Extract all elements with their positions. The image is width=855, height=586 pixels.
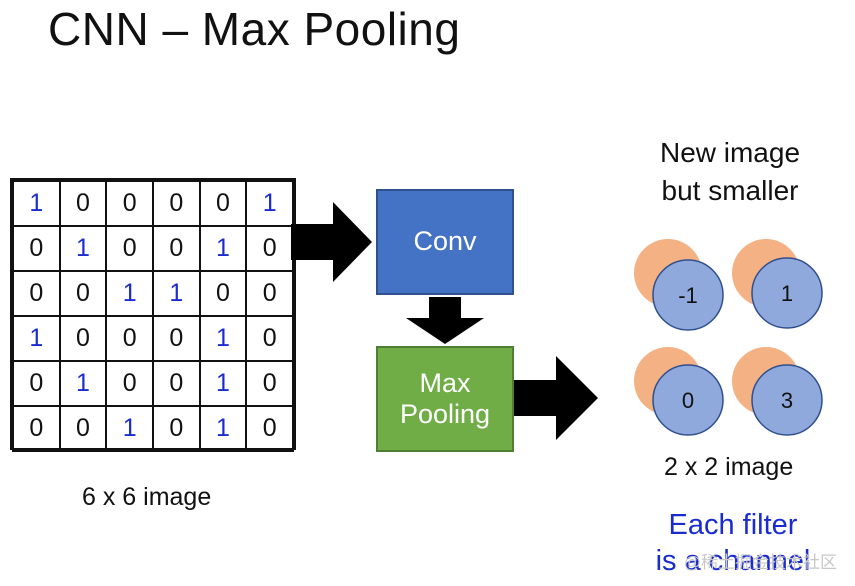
grid-cell: 1 (198, 405, 248, 452)
output-caption: 2 x 2 image (664, 453, 794, 481)
output-front-circle (751, 257, 823, 329)
grid-cell: 1 (58, 360, 108, 407)
output-front-circle (751, 364, 823, 436)
grid-cell: 0 (198, 180, 248, 227)
arrow-grid-to-conv (291, 202, 372, 282)
grid-cell: 0 (245, 315, 294, 362)
max-pooling-label-line1: Max (419, 367, 471, 398)
grid-cell: 0 (58, 180, 108, 227)
grid-cell: 0 (58, 405, 108, 452)
grid-cell: 0 (151, 180, 201, 227)
channel-note-line2: is a channel (655, 545, 811, 578)
grid-cell: 0 (245, 225, 294, 272)
channel-note-line1: Each filter (668, 509, 798, 541)
grid-cell: 1 (105, 270, 154, 317)
grid-cell: 0 (198, 270, 248, 317)
grid-cell: 1 (58, 225, 108, 272)
max-pooling-label-line2: Pooling (399, 399, 491, 429)
output-heading: New image but smaller (640, 134, 820, 210)
output-value: 3 (781, 388, 793, 413)
arrow-pool-to-output (514, 356, 598, 440)
grid-cell: 1 (198, 360, 248, 407)
max-pooling-box: Max Pooling (376, 346, 514, 452)
grid-cell: 0 (58, 270, 108, 317)
grid-cell: 0 (151, 360, 201, 407)
input-image-caption: 6 x 6 image (82, 483, 212, 511)
grid-cell: 1 (151, 270, 201, 317)
grid-cell: 1 (245, 180, 294, 227)
grid-cell: 0 (151, 315, 201, 362)
channel-note: Each filter is a channel (648, 507, 818, 580)
grid-cell: 0 (245, 270, 294, 317)
grid-cell: 1 (105, 405, 154, 452)
output-value: 1 (781, 281, 793, 306)
grid-cell: 1 (12, 315, 61, 362)
conv-box: Conv (376, 189, 514, 295)
output-front-circle (652, 364, 724, 436)
grid-cell: 1 (12, 180, 61, 227)
output-heading-line2: but smaller (661, 174, 799, 206)
grid-cell: 0 (151, 225, 201, 272)
max-pooling-label: Max Pooling (400, 368, 490, 430)
grid-cell: 0 (245, 405, 294, 452)
grid-cell: 0 (12, 225, 61, 272)
grid-cell: 0 (12, 405, 61, 452)
grid-cell: 0 (245, 360, 294, 407)
grid-cell: 0 (58, 315, 108, 362)
grid-cell: 0 (151, 405, 201, 452)
grid-cell: 0 (105, 180, 154, 227)
output-value: 0 (682, 388, 694, 413)
slide-title: CNN – Max Pooling (48, 3, 461, 55)
conv-label: Conv (413, 226, 477, 257)
grid-cell: 0 (105, 360, 154, 407)
grid-cell: 1 (198, 225, 248, 272)
grid-cell: 1 (198, 315, 248, 362)
watermark: @稀土掘金技术社区 (683, 553, 837, 572)
output-front-circle (652, 259, 724, 331)
grid-cell: 0 (12, 270, 61, 317)
output-value: -1 (678, 283, 698, 308)
grid-cell: 0 (12, 360, 61, 407)
output-heading-line1: New image (659, 137, 801, 168)
grid-cell: 0 (105, 315, 154, 362)
arrow-conv-to-pool (406, 297, 484, 344)
grid-cell: 0 (105, 225, 154, 272)
